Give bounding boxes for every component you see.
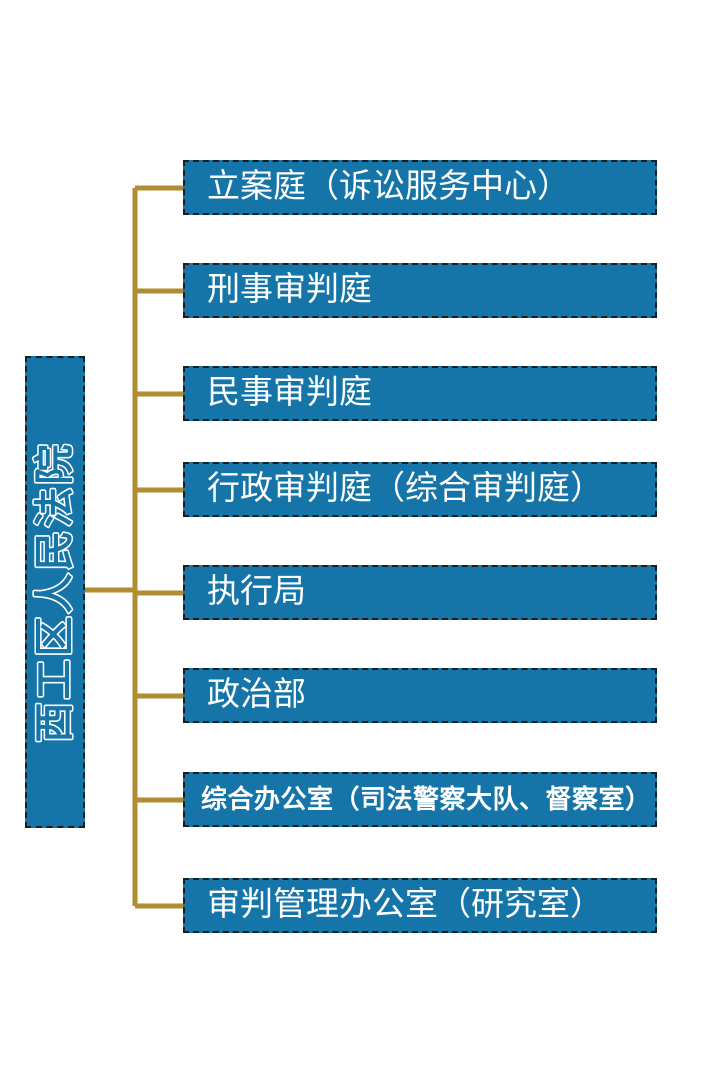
leaf-node-label: 民事审判庭	[207, 375, 372, 411]
root-node[interactable]: 西工区人民法院	[25, 356, 85, 828]
leaf-node[interactable]: 立案庭（诉讼服务中心）	[183, 160, 657, 215]
leaf-node[interactable]: 执行局	[183, 565, 657, 620]
leaf-node-label: 审判管理办公室（研究室）	[207, 887, 603, 923]
leaf-node[interactable]: 行政审判庭（综合审判庭）	[183, 462, 657, 517]
leaf-node-label: 刑事审判庭	[207, 272, 372, 308]
leaf-node[interactable]: 审判管理办公室（研究室）	[183, 878, 657, 933]
leaf-node-label: 政治部	[207, 677, 306, 713]
leaf-node-label: 立案庭（诉讼服务中心）	[207, 169, 570, 205]
leaf-node-label: 综合办公室（司法警察大队、督察室）	[201, 784, 652, 814]
leaf-node[interactable]: 民事审判庭	[183, 366, 657, 421]
leaf-node-label: 行政审判庭（综合审判庭）	[207, 471, 603, 507]
leaf-node[interactable]: 综合办公室（司法警察大队、督察室）	[183, 772, 657, 827]
leaf-node[interactable]: 刑事审判庭	[183, 263, 657, 318]
root-node-label: 西工区人民法院	[31, 441, 78, 744]
leaf-node[interactable]: 政治部	[183, 668, 657, 723]
leaf-node-label: 执行局	[207, 574, 306, 610]
